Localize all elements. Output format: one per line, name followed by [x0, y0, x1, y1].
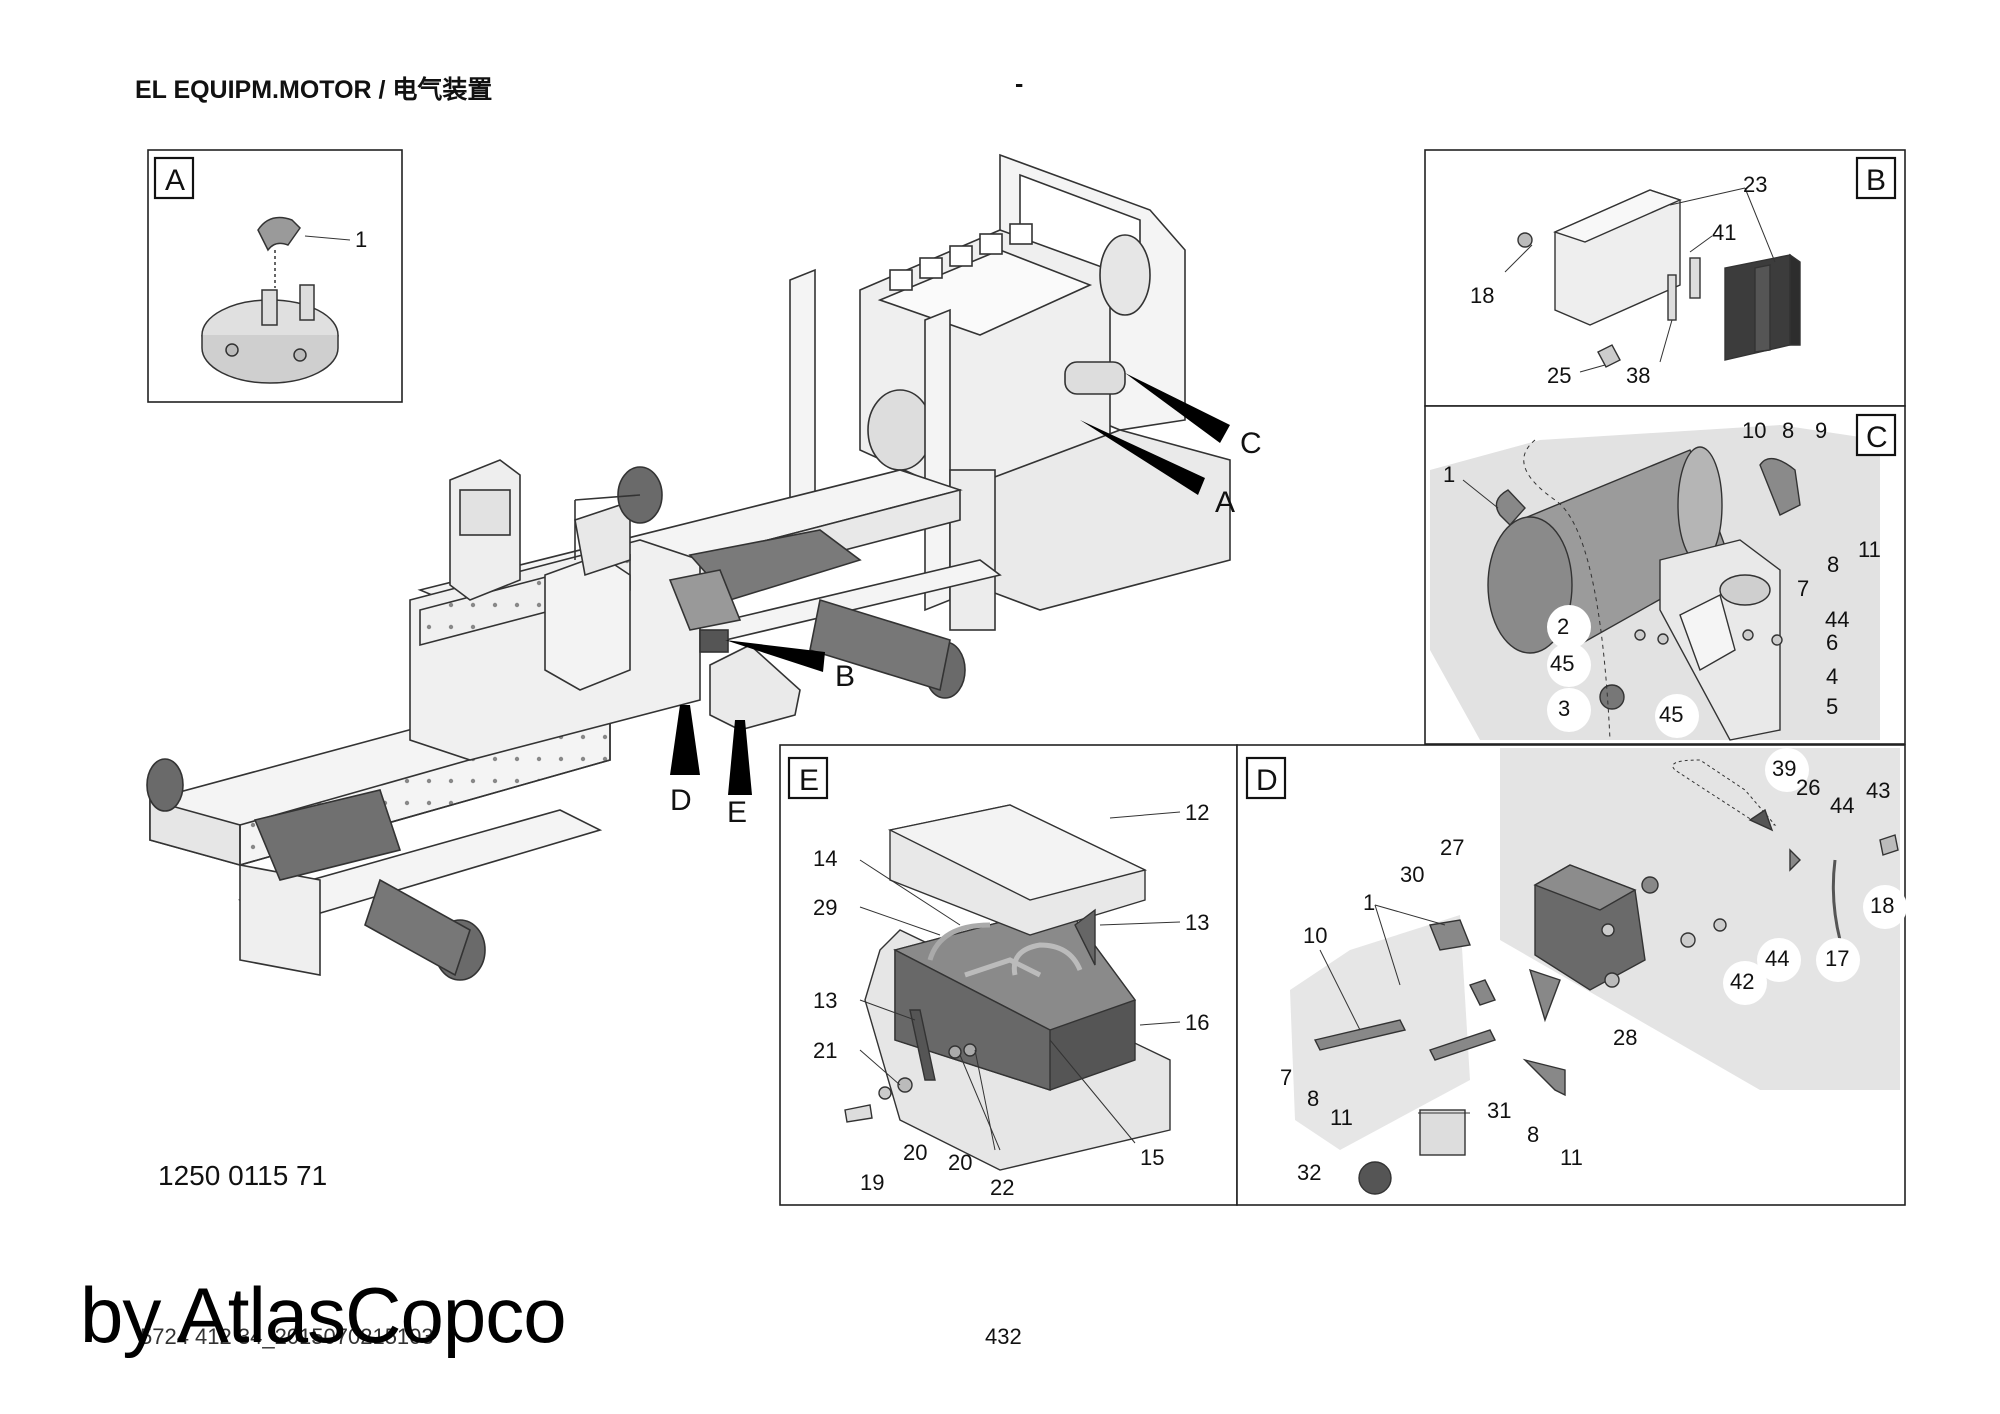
label-e-14: 14 [813, 846, 837, 871]
panel-letter-c: C [1866, 421, 1888, 454]
label-d-8b: 8 [1527, 1122, 1539, 1147]
page-title: EL EQUIPM.MOTOR / 电气装置 [135, 76, 493, 104]
label-e-13: 13 [1185, 910, 1209, 935]
label-c-4: 4 [1826, 664, 1838, 689]
label-c-9: 9 [1815, 418, 1827, 443]
label-c-3: 3 [1558, 696, 1570, 721]
label-b-41: 41 [1712, 220, 1736, 245]
detail-panel-e: E 12 14 [779, 744, 1238, 1206]
label-c-44: 44 [1825, 607, 1849, 632]
panel-letter-b: B [1866, 164, 1886, 197]
label-d-39: 39 [1772, 756, 1796, 781]
label-d-32: 32 [1297, 1160, 1321, 1185]
detail-panel-b: B 23 41 18 25 38 [1424, 149, 1906, 407]
label-c-45: 45 [1550, 651, 1574, 676]
label-d-10: 10 [1303, 923, 1327, 948]
label-e-19: 19 [860, 1170, 884, 1195]
label-d-18: 18 [1870, 893, 1894, 918]
callout-c: C [1240, 427, 1262, 460]
label-c-8b: 8 [1827, 552, 1839, 577]
label-d-11: 11 [1330, 1105, 1353, 1130]
label-e-20: 20 [903, 1140, 927, 1165]
label-d-42: 42 [1730, 969, 1754, 994]
label-d-8: 8 [1307, 1086, 1319, 1111]
label-c-5: 5 [1826, 694, 1838, 719]
label-c-10: 10 [1742, 418, 1766, 443]
label-d-7: 7 [1280, 1065, 1292, 1090]
callout-a: A [1215, 486, 1235, 519]
label-d-44: 44 [1830, 793, 1854, 818]
panel-letter-d: D [1256, 764, 1278, 797]
label-e-21: 21 [813, 1038, 837, 1063]
main-machine-drawing [146, 153, 1231, 981]
label-d-30: 30 [1400, 862, 1424, 887]
callout-e: E [727, 796, 747, 829]
drawing-number: 1250 0115 71 [158, 1160, 328, 1191]
label-d-28: 28 [1613, 1025, 1637, 1050]
label-d-44b: 44 [1765, 946, 1789, 971]
label-b-23: 23 [1743, 172, 1767, 197]
callout-d: D [670, 784, 692, 817]
label-b-25: 25 [1547, 363, 1571, 388]
label-e-22: 22 [990, 1175, 1014, 1200]
watermark: by AtlasCopco [80, 1271, 567, 1359]
label-c-8: 8 [1782, 418, 1794, 443]
header-dash: - [1015, 70, 1024, 98]
main-callout-pointers [670, 373, 1230, 795]
detail-panel-a: A 1 [147, 149, 403, 403]
label-e-29: 29 [813, 895, 837, 920]
detail-panel-d: D [1236, 744, 1907, 1206]
label-c-7: 7 [1797, 576, 1809, 601]
label-e-16: 16 [1185, 1010, 1209, 1035]
label-b-38: 38 [1626, 363, 1650, 388]
label-a-1: 1 [355, 227, 367, 252]
panel-letter-a: A [165, 164, 185, 197]
label-c-1: 1 [1443, 462, 1455, 487]
label-c-45b: 45 [1659, 702, 1683, 727]
panel-letter-e: E [799, 764, 819, 797]
label-b-18: 18 [1470, 283, 1494, 308]
label-c-6: 6 [1826, 630, 1838, 655]
label-d-26: 26 [1796, 775, 1820, 800]
detail-panel-c: C 10 8 9 1 11 8 7 2 44 6 45 [1424, 405, 1906, 745]
label-d-17: 17 [1825, 946, 1849, 971]
document-reference: 5724 412 34_2015070215103 [140, 1324, 434, 1349]
label-c-11: 11 [1858, 537, 1881, 562]
label-e-20b: 20 [948, 1150, 972, 1175]
label-d-31: 31 [1487, 1098, 1511, 1123]
label-d-43: 43 [1866, 778, 1890, 803]
label-d-11b: 11 [1560, 1145, 1583, 1170]
label-c-2: 2 [1557, 614, 1569, 639]
label-e-13b: 13 [813, 988, 837, 1013]
label-d-27: 27 [1440, 835, 1464, 860]
label-e-15: 15 [1140, 1145, 1164, 1170]
label-d-1: 1 [1363, 890, 1375, 915]
label-e-12: 12 [1185, 800, 1209, 825]
callout-b: B [835, 660, 855, 693]
page-number: 432 [985, 1324, 1022, 1349]
